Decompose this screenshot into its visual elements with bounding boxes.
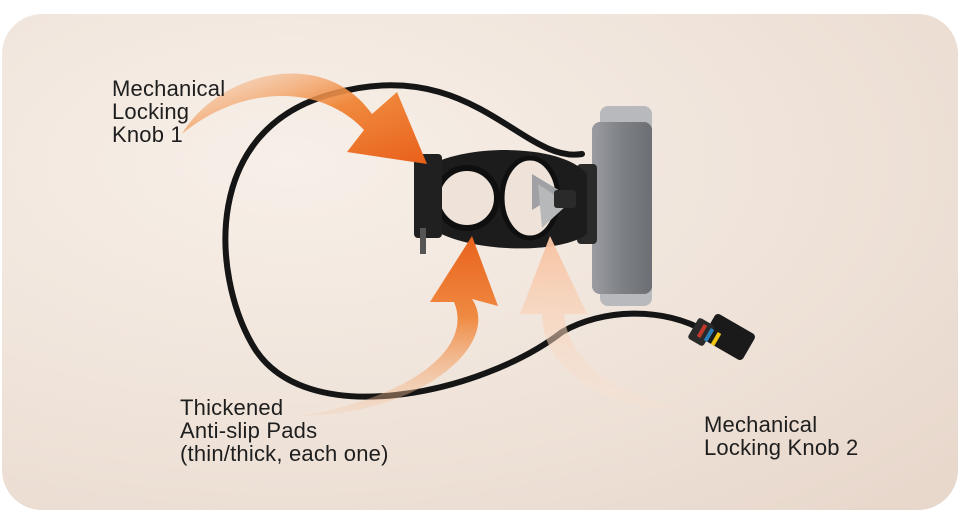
- callout-knob-2: Mechanical Locking Knob 2: [704, 413, 858, 459]
- arrow-knob-1: [182, 73, 427, 164]
- wing-nut: [532, 174, 576, 228]
- product-illustration: [182, 73, 755, 416]
- arrow-knob-2: [520, 236, 692, 410]
- callout-line: Locking Knob 2: [704, 435, 859, 460]
- callout-line: Thickened: [180, 395, 284, 420]
- cable: [222, 82, 710, 400]
- callout-line: Locking: [112, 99, 190, 124]
- callout-anti-slip-pads: Thickened Anti-slip Pads (thin/thick, ea…: [180, 396, 389, 465]
- callout-line: Knob 1: [112, 122, 183, 147]
- display-unit: [577, 106, 652, 306]
- arrow-pads: [302, 236, 498, 416]
- callout-line: (thin/thick, each one): [180, 441, 389, 466]
- callout-line: Anti-slip Pads: [180, 418, 318, 443]
- handlebar-clamp: [414, 150, 587, 254]
- callout-line: Mechanical: [112, 76, 226, 101]
- product-card: Mechanical Locking Knob 1 Thickened Anti…: [2, 14, 958, 510]
- cable-connector: [688, 313, 755, 361]
- callout-knob-1: Mechanical Locking Knob 1: [112, 77, 225, 146]
- callout-line: Mechanical: [704, 412, 818, 437]
